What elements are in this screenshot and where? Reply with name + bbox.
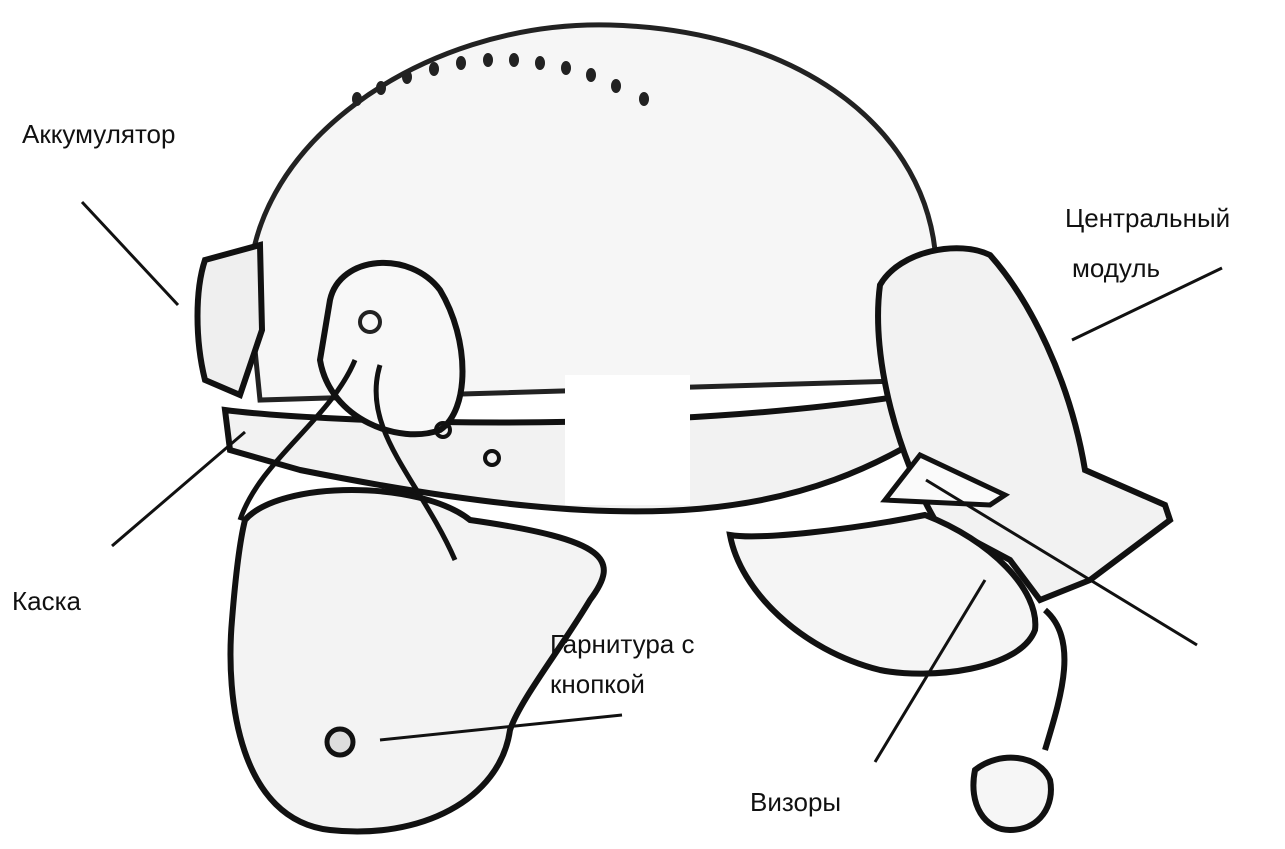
label-headset-line1: Гарнитура с xyxy=(550,627,694,661)
center-patch xyxy=(565,375,690,505)
microphone-boom xyxy=(1045,610,1064,750)
headset-button xyxy=(327,729,353,755)
label-visors: Визоры xyxy=(750,785,841,819)
ear-cup-bracket xyxy=(320,263,463,434)
label-central-module-line2: модуль xyxy=(1072,251,1160,285)
label-headset-line2: кнопкой xyxy=(550,667,645,701)
leader-line-battery xyxy=(82,202,178,305)
label-central-module-line1: Центральный xyxy=(1065,201,1230,235)
ear-cup-left xyxy=(230,490,603,832)
leader-line-helmet xyxy=(112,432,245,546)
battery-pack xyxy=(198,245,263,395)
microphone-head xyxy=(973,758,1051,830)
label-helmet: Каска xyxy=(12,584,81,618)
label-battery: Аккумулятор xyxy=(22,117,175,151)
